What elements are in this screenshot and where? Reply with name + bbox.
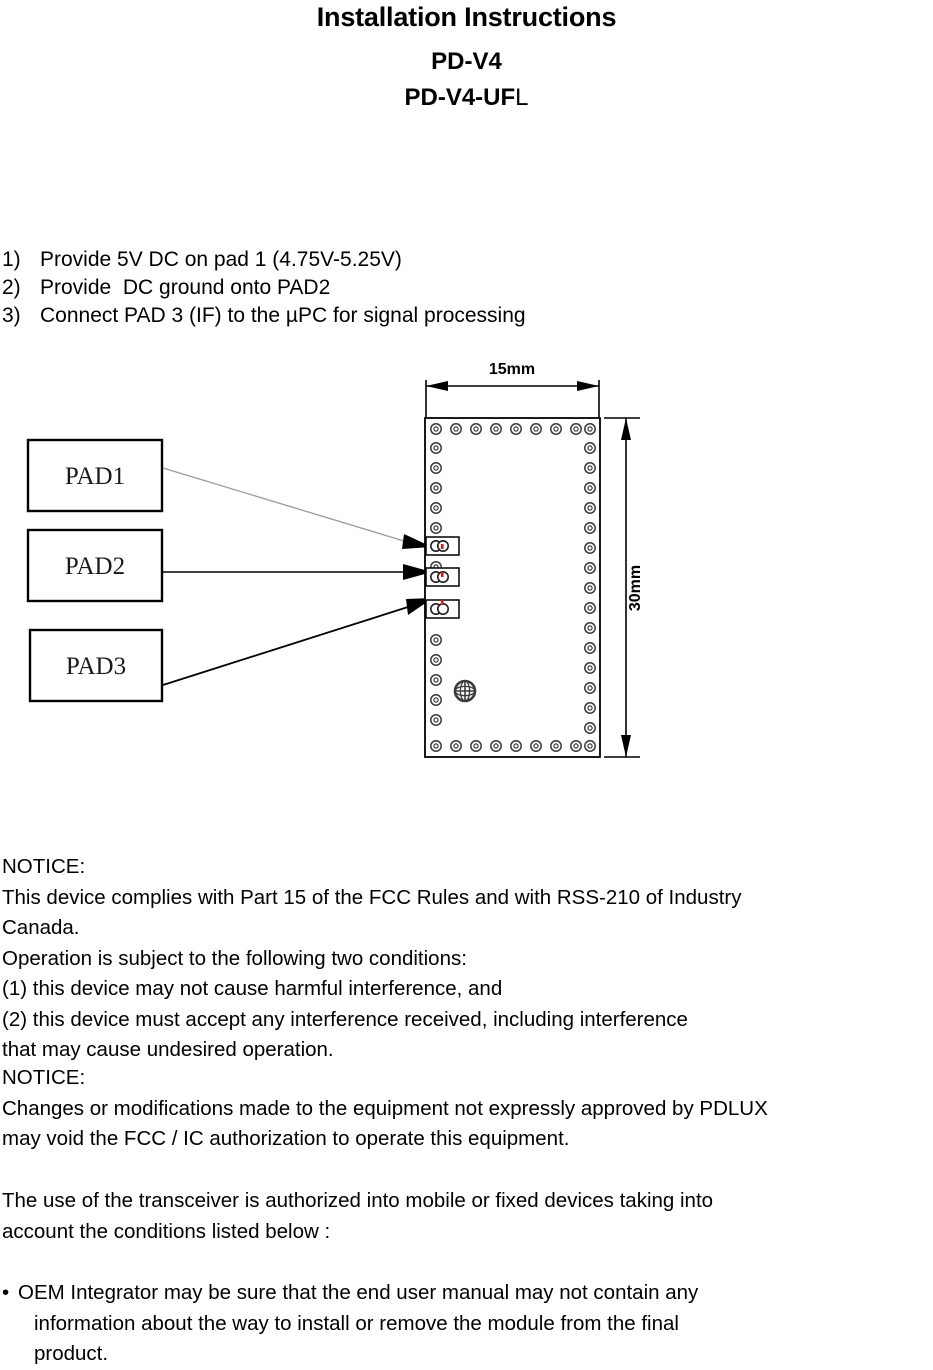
pcb-pad bbox=[430, 674, 442, 686]
pcb-pad bbox=[584, 462, 596, 474]
pcb-pad bbox=[584, 662, 596, 674]
notice-line: Changes or modifications made to the equ… bbox=[2, 1096, 768, 1120]
step-text: Provide DC ground onto PAD2 bbox=[40, 276, 331, 299]
bullet-list-item: • OEM Integrator may be sure that the en… bbox=[2, 1278, 927, 1370]
pcb-pad bbox=[430, 634, 442, 646]
ground-via-icon bbox=[453, 679, 477, 703]
step-text: Provide 5V DC on pad 1 (4.75V-5.25V) bbox=[40, 248, 402, 271]
pcb-pad-group bbox=[425, 423, 596, 752]
pcb-pad bbox=[584, 722, 596, 734]
pcb-pad bbox=[584, 642, 596, 654]
step-number: 1) bbox=[2, 248, 21, 271]
pcb-pad bbox=[510, 423, 522, 435]
notice-block-1: NOTICE: This device complies with Part 1… bbox=[2, 852, 927, 1066]
pcb-pad bbox=[530, 740, 542, 752]
step-number: 2) bbox=[2, 276, 21, 299]
pad-callout-box-3: PAD3 bbox=[28, 628, 164, 703]
highlighted-pad-3 bbox=[425, 599, 460, 619]
step-text: Connect PAD 3 (IF) to the µPC for signal… bbox=[40, 304, 526, 327]
pcb-pad bbox=[550, 423, 562, 435]
notice-line: Canada. bbox=[2, 916, 80, 939]
pcb-pad bbox=[584, 423, 596, 435]
pcb-pad bbox=[584, 740, 596, 752]
pcb-pad bbox=[584, 622, 596, 634]
pcb-pad bbox=[430, 694, 442, 706]
paragraph-line: account the conditions listed below : bbox=[2, 1219, 331, 1243]
notice-line: (1) this device may not cause harmful in… bbox=[2, 977, 503, 1000]
pcb-pad bbox=[584, 562, 596, 574]
conditions-bullet-list: • OEM Integrator may be sure that the en… bbox=[2, 1278, 927, 1370]
model-name-secondary-bold: PD-V4-UF bbox=[404, 84, 516, 111]
pad-callout-box-1: PAD1 bbox=[26, 438, 164, 513]
pcb-pad bbox=[450, 423, 462, 435]
pcb-pad bbox=[430, 482, 442, 494]
module-pinout-diagram: PAD1 PAD2 PAD3 15mm bbox=[0, 355, 933, 775]
dimension-width-label: 15mm bbox=[489, 361, 535, 378]
pcb-pad bbox=[430, 442, 442, 454]
instruction-step: 3) Connect PAD 3 (IF) to the µPC for sign… bbox=[2, 302, 802, 330]
bullet-line: information about the way to install or … bbox=[34, 1311, 679, 1335]
step-number: 3) bbox=[2, 304, 21, 327]
pcb-pad bbox=[584, 522, 596, 534]
notice-line: may void the FCC / IC authorization to o… bbox=[2, 1127, 570, 1150]
pcb-pad bbox=[430, 654, 442, 666]
pcb-pad bbox=[430, 522, 442, 534]
pcb-pad bbox=[584, 482, 596, 494]
instruction-step: 1) Provide 5V DC on pad 1 (4.75V-5.25V) bbox=[2, 246, 802, 274]
pcb-pad bbox=[584, 682, 596, 694]
page-title: Installation Instructions bbox=[316, 2, 617, 32]
pcb-pad bbox=[490, 740, 502, 752]
dimension-height: 30mm bbox=[604, 417, 644, 758]
pcb-pad bbox=[550, 740, 562, 752]
pcb-pad bbox=[430, 462, 442, 474]
notice-line: (2) this device must accept any interfer… bbox=[2, 1007, 688, 1031]
pcb-pad bbox=[510, 740, 522, 752]
pcb-pad bbox=[584, 582, 596, 594]
pcb-pad bbox=[584, 702, 596, 714]
bullet-marker: • bbox=[2, 1281, 10, 1304]
bullet-line: product. bbox=[34, 1342, 109, 1365]
highlighted-pad-1 bbox=[425, 536, 460, 556]
model-name-primary: PD-V4 bbox=[431, 48, 502, 75]
pcb-pad bbox=[430, 423, 442, 435]
pcb-board-outline bbox=[424, 417, 601, 758]
leader-line-pad3 bbox=[162, 598, 433, 686]
pcb-pad bbox=[584, 442, 596, 454]
pcb-pad bbox=[470, 423, 482, 435]
pcb-pad bbox=[570, 423, 582, 435]
instruction-steps: 1) Provide 5V DC on pad 1 (4.75V-5.25V) 2… bbox=[2, 246, 802, 330]
notice-line: that may cause undesired operation. bbox=[2, 1038, 334, 1061]
pcb-pad bbox=[450, 740, 462, 752]
notice-block-2: NOTICE: Changes or modifications made to… bbox=[2, 1063, 927, 1155]
leader-line-pad1 bbox=[162, 467, 432, 549]
notice-heading: NOTICE: bbox=[2, 855, 86, 878]
leader-line-pad2 bbox=[163, 564, 432, 580]
model-name-secondary-suffix: L bbox=[515, 84, 529, 111]
pcb-pad bbox=[584, 502, 596, 514]
dimension-height-label: 30mm bbox=[627, 565, 644, 611]
pcb-pad bbox=[584, 602, 596, 614]
pcb-pad bbox=[490, 423, 502, 435]
pad-callout-box-2: PAD2 bbox=[26, 528, 164, 603]
pad-callout-label: PAD3 bbox=[66, 653, 126, 680]
pad-callout-label: PAD1 bbox=[65, 463, 125, 490]
pcb-pad bbox=[470, 740, 482, 752]
notice-line: Operation is subject to the following tw… bbox=[2, 946, 467, 970]
dimension-width: 15mm bbox=[425, 361, 600, 417]
pad-callout-label: PAD2 bbox=[65, 553, 125, 580]
pcb-pad bbox=[430, 502, 442, 514]
highlighted-pad-2 bbox=[425, 567, 460, 587]
transceiver-usage-paragraph: The use of the transceiver is authorized… bbox=[2, 1186, 927, 1247]
pcb-pad bbox=[430, 740, 442, 752]
pcb-pad bbox=[570, 740, 582, 752]
notice-heading: NOTICE: bbox=[2, 1066, 86, 1089]
pcb-pad bbox=[584, 542, 596, 554]
instruction-step: 2) Provide DC ground onto PAD2 bbox=[2, 274, 802, 302]
notice-line: This device complies with Part 15 of the… bbox=[2, 885, 742, 909]
model-name-secondary: PD-V4-UFL bbox=[0, 84, 933, 112]
bullet-line: OEM Integrator may be sure that the end … bbox=[18, 1281, 699, 1304]
pcb-pad bbox=[530, 423, 542, 435]
pcb-pad bbox=[430, 714, 442, 726]
paragraph-line: The use of the transceiver is authorized… bbox=[2, 1189, 714, 1212]
